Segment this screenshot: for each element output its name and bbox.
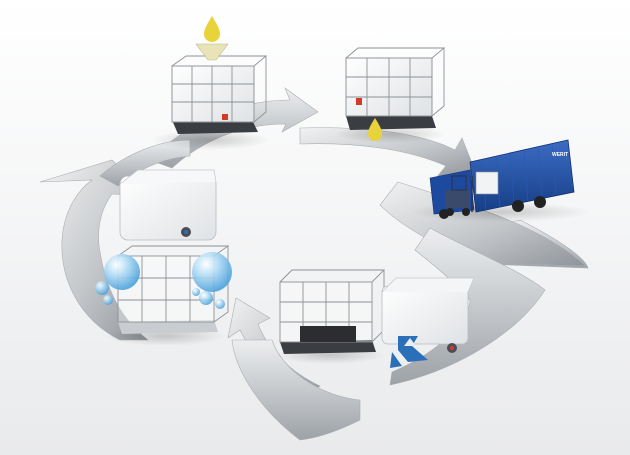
stage-emptying — [334, 48, 446, 143]
truck-logo-text: WERIT — [552, 152, 568, 158]
